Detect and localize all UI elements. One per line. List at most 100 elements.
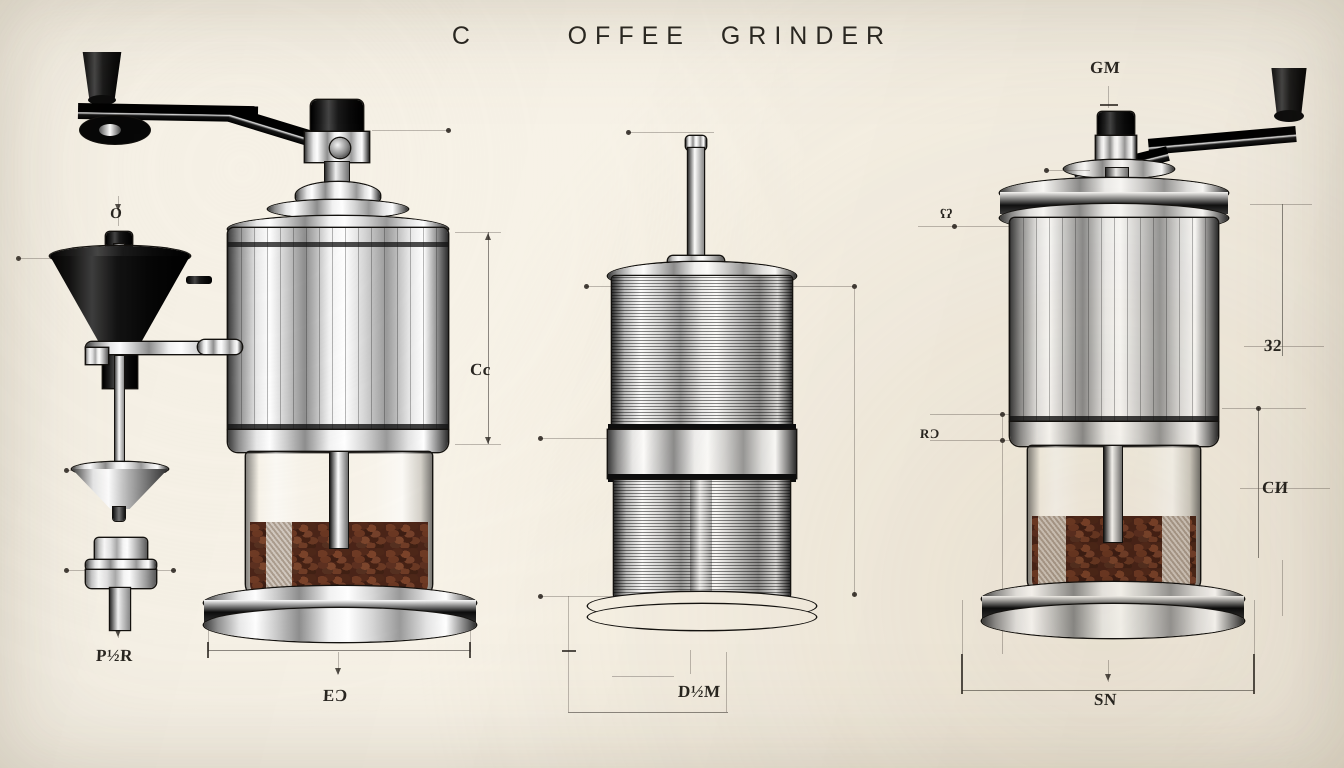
dim-tick: [1100, 104, 1118, 106]
dim-line: [790, 286, 856, 287]
dim-line: [18, 258, 70, 259]
body-lower-collar: [1010, 422, 1218, 446]
dim-dot: [1044, 168, 1049, 173]
dim-line: [612, 676, 674, 677]
annotation-label-o: O: [109, 206, 123, 222]
dim-dot: [1000, 412, 1005, 417]
dim-line: [1244, 346, 1324, 347]
dim-dot: [626, 130, 631, 135]
dim-arrow: [1105, 674, 1111, 681]
dim-line: [540, 438, 646, 439]
dim-line: [1046, 170, 1090, 171]
coffee-grounds-patch: [266, 522, 292, 596]
burr-tip: [113, 507, 125, 521]
body-flutes: [228, 228, 448, 438]
dim-dot: [1000, 438, 1005, 443]
dim-line: [338, 652, 339, 674]
dim-line: [690, 650, 691, 674]
dim-line: [1282, 560, 1283, 616]
core-middle-band: [608, 430, 796, 478]
crank-knob-base: [1274, 110, 1304, 122]
hopper-knob: [106, 232, 132, 248]
dim-dot: [584, 284, 589, 289]
adjust-nut-flange: [86, 560, 156, 570]
crank-knob-base: [88, 95, 116, 105]
dim-line: [930, 440, 1056, 441]
page-title: C OFFEE GRINDER: [451, 22, 893, 50]
dim-line: [1250, 204, 1312, 205]
burr-cone: [72, 469, 168, 509]
annotation-label-32: 32: [1263, 336, 1283, 355]
dim-line: [726, 652, 727, 712]
jar-center-shaft: [1104, 446, 1122, 542]
core-band-top: [608, 424, 796, 432]
dim-line: [1108, 86, 1109, 108]
core-band-bottom: [608, 474, 796, 482]
crank-hub-cap: [1098, 112, 1134, 138]
core-upper-mesh-cylinder: [612, 276, 792, 428]
dim-line: [568, 652, 569, 712]
crank-knob: [82, 52, 122, 98]
dim-line: [488, 232, 489, 444]
adjust-nut-body: [86, 570, 156, 588]
crank-pivot-pin: [99, 124, 121, 136]
body-side-handle: [198, 340, 242, 354]
dim-arrow: [335, 668, 341, 675]
annotation-label-rc: RƆ: [919, 426, 941, 441]
core-inner-shaft: [690, 480, 712, 602]
dim-tick: [469, 642, 471, 658]
coffee-grounds-patch-right: [1162, 516, 1190, 592]
dim-line: [118, 196, 119, 226]
dim-line: [930, 414, 1056, 415]
dim-line: [1222, 408, 1306, 409]
dim-line: [962, 600, 963, 654]
dim-line: [208, 650, 470, 651]
dim-dot: [852, 592, 857, 597]
dim-line: [1258, 408, 1259, 558]
dim-tick: [961, 654, 963, 694]
hopper-spout: [186, 276, 212, 284]
annotation-label-cc: Cc: [469, 360, 492, 379]
hopper-cone: [50, 256, 190, 350]
lid-flange: [268, 200, 408, 218]
crank-knob: [1271, 68, 1307, 114]
dim-line: [540, 596, 660, 597]
annotation-label-cm: CИ: [1261, 478, 1290, 497]
dim-dot: [538, 436, 543, 441]
crank-arm-upper: [1147, 126, 1297, 155]
body-band-top: [228, 242, 448, 247]
dim-arrow: [115, 204, 121, 211]
core-base-ring-bottom: [588, 604, 816, 630]
adjust-nut-stem: [110, 588, 130, 630]
dim-dot: [952, 224, 957, 229]
dim-line: [568, 712, 728, 713]
dim-dot: [64, 568, 69, 573]
dim-tick: [562, 650, 576, 652]
annotation-label-pr: P½R: [95, 646, 134, 665]
dim-line: [1240, 488, 1330, 489]
base-plate-bottom: [982, 604, 1244, 638]
dim-dot: [852, 284, 857, 289]
dim-dot: [171, 568, 176, 573]
dim-dot: [16, 256, 21, 261]
annotation-label-sn: SN: [1093, 690, 1118, 709]
body-lower-collar: [228, 430, 448, 452]
dim-dot: [1256, 406, 1261, 411]
dim-line: [1254, 600, 1255, 654]
dim-tick: [207, 642, 209, 658]
body-flutes: [1010, 218, 1218, 430]
dim-line: [1108, 660, 1109, 682]
crank-hub-screw: [330, 138, 350, 158]
dim-dot: [64, 468, 69, 473]
core-shaft: [688, 148, 704, 264]
crank-hub-cap: [311, 100, 363, 134]
dim-line: [568, 596, 569, 652]
dim-line: [455, 444, 501, 445]
dim-arrow: [115, 630, 121, 637]
body-band-bottom: [1010, 416, 1218, 422]
dim-arrow: [485, 233, 491, 240]
annotation-label-dm: D½M: [677, 682, 722, 701]
jar-center-shaft: [330, 452, 348, 548]
coffee-grounds-patch-left: [1038, 516, 1066, 592]
